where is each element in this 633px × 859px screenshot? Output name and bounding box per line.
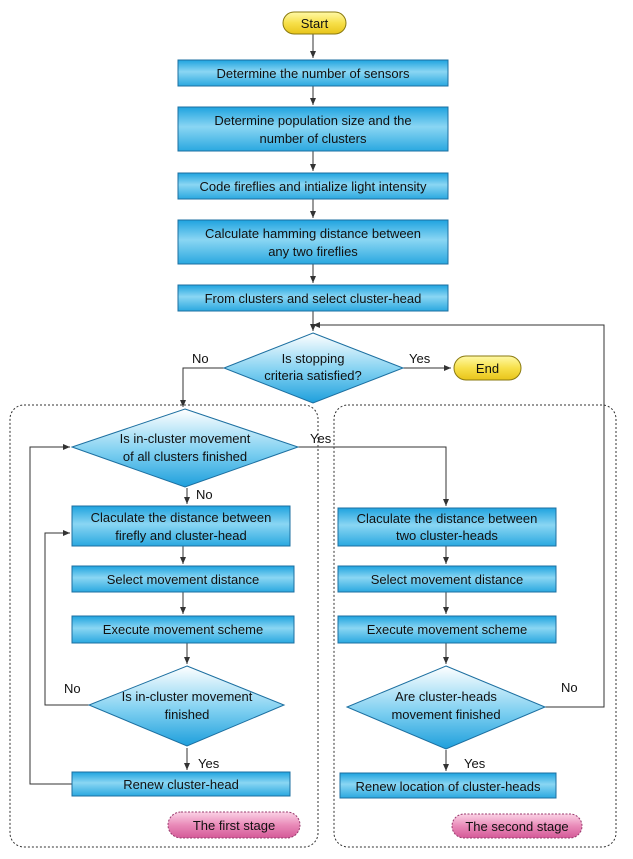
step-code-fireflies-label: Code fireflies and intialize light inten… (200, 179, 427, 194)
fs-renew-label: Renew cluster-head (123, 777, 239, 792)
fs-decision-all-line1: Is in-cluster movement (120, 431, 251, 446)
first-stage-execute-movement: Execute movement scheme (71, 615, 295, 644)
fs-execute-label: Execute movement scheme (103, 622, 263, 637)
step-form-clusters: From clusters and select cluster-head (177, 284, 449, 312)
step-determine-sensors-label: Determine the number of sensors (217, 66, 410, 81)
second-stage-decision-heads: Are cluster-heads movement finished (345, 665, 547, 750)
fs-calc-line2: firefly and cluster-head (115, 528, 247, 543)
end-terminal: End (453, 355, 522, 381)
ss-decision-line2: movement finished (391, 707, 500, 722)
fs-select-label: Select movement distance (107, 572, 259, 587)
step-hamming-line1: Calculate hamming distance between (205, 226, 421, 241)
fs-decision-in-line1: Is in-cluster movement (122, 689, 253, 704)
edge-label-yes-heads: Yes (464, 756, 486, 771)
first-stage-decision-all-clusters: Is in-cluster movement of all clusters f… (70, 408, 300, 488)
edge-label-no-heads: No (561, 680, 578, 695)
first-stage-select-movement: Select movement distance (71, 565, 295, 593)
step-population-line1: Determine population size and the (214, 113, 411, 128)
edge-label-yes-all-clusters: Yes (310, 431, 332, 446)
decision-stopping-line2: criteria satisfied? (264, 368, 362, 383)
ss-renew-label: Renew location of cluster-heads (356, 779, 541, 794)
ss-select-label: Select movement distance (371, 572, 523, 587)
step-population: Determine population size and the number… (177, 106, 449, 152)
edge-label-no-all-clusters: No (196, 487, 213, 502)
first-stage-decision-in-cluster: Is in-cluster movement finished (87, 665, 286, 747)
ss-execute-label: Execute movement scheme (367, 622, 527, 637)
second-stage-label: The second stage (465, 819, 568, 834)
ss-calc-line1: Claculate the distance between (357, 511, 538, 526)
start-terminal: Start (282, 11, 347, 35)
fs-decision-all-line2: of all clusters finished (123, 449, 247, 464)
second-stage-execute-movement: Execute movement scheme (337, 615, 557, 644)
first-stage-label-badge: The first stage (167, 811, 301, 839)
fs-decision-in-line2: finished (165, 707, 210, 722)
first-stage-renew: Renew cluster-head (71, 771, 291, 797)
second-stage-select-movement: Select movement distance (337, 565, 557, 593)
step-form-clusters-label: From clusters and select cluster-head (205, 291, 422, 306)
edge-label-no-stop: No (192, 351, 209, 366)
step-hamming: Calculate hamming distance between any t… (177, 219, 449, 265)
step-determine-sensors: Determine the number of sensors (177, 59, 449, 87)
first-stage-container (9, 404, 319, 848)
second-stage-calc-distance: Claculate the distance between two clust… (337, 507, 557, 547)
edge-label-no-in-cluster: No (64, 681, 81, 696)
edge-label-yes-in-cluster: Yes (198, 756, 220, 771)
second-stage-renew: Renew location of cluster-heads (339, 772, 557, 799)
first-stage-label: The first stage (193, 818, 275, 833)
end-label: End (476, 361, 499, 376)
step-hamming-line2: any two fireflies (268, 244, 358, 259)
first-stage-calc-distance: Claculate the distance between firefly a… (71, 505, 291, 547)
ss-calc-line2: two cluster-heads (396, 528, 498, 543)
edge-label-yes-stop: Yes (409, 351, 431, 366)
second-stage-label-badge: The second stage (451, 813, 583, 839)
start-label: Start (301, 16, 329, 31)
decision-stopping-criteria: Is stopping criteria satisfied? (222, 332, 405, 404)
fs-calc-line1: Claculate the distance between (91, 510, 272, 525)
ss-decision-line1: Are cluster-heads (395, 689, 497, 704)
step-population-line2: number of clusters (260, 131, 367, 146)
edges (29, 34, 605, 785)
step-code-fireflies: Code fireflies and intialize light inten… (177, 172, 449, 200)
decision-stopping-line1: Is stopping (282, 351, 345, 366)
